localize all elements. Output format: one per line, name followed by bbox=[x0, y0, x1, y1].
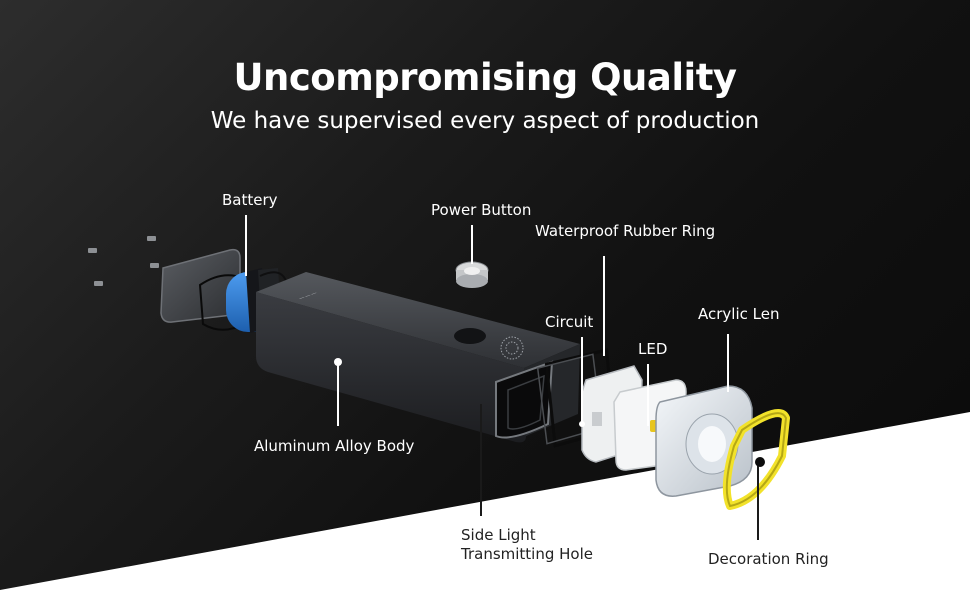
label-aluminum-alloy-body: Aluminum Alloy Body bbox=[254, 437, 415, 455]
power-button bbox=[455, 261, 489, 288]
aluminum-body: — — — bbox=[256, 272, 580, 443]
leader-lines bbox=[245, 215, 759, 540]
label-circuit: Circuit bbox=[545, 313, 594, 331]
circuit-chip bbox=[592, 412, 602, 426]
label-power-button: Power Button bbox=[431, 201, 532, 219]
label-acrylic-len: Acrylic Len bbox=[698, 305, 780, 323]
svg-text:— — —: — — — bbox=[299, 290, 318, 302]
screws bbox=[88, 236, 159, 286]
page-title: Uncompromising Quality bbox=[233, 56, 737, 99]
leader-dots bbox=[334, 358, 585, 427]
page-subtitle: We have supervised every aspect of produ… bbox=[210, 108, 760, 134]
white-floor-area bbox=[0, 412, 970, 600]
label-decoration-ring: Decoration Ring bbox=[708, 550, 829, 568]
label-side-light-line1: Side Light bbox=[461, 526, 536, 544]
label-side-light-transmitting-hole: Side Light Transmitting Hole bbox=[461, 526, 593, 564]
label-waterproof-rubber-ring: Waterproof Rubber Ring bbox=[535, 222, 716, 240]
label-led: LED bbox=[638, 340, 668, 358]
label-side-light-line2: Transmitting Hole bbox=[461, 545, 593, 563]
label-battery: Battery bbox=[222, 191, 278, 209]
